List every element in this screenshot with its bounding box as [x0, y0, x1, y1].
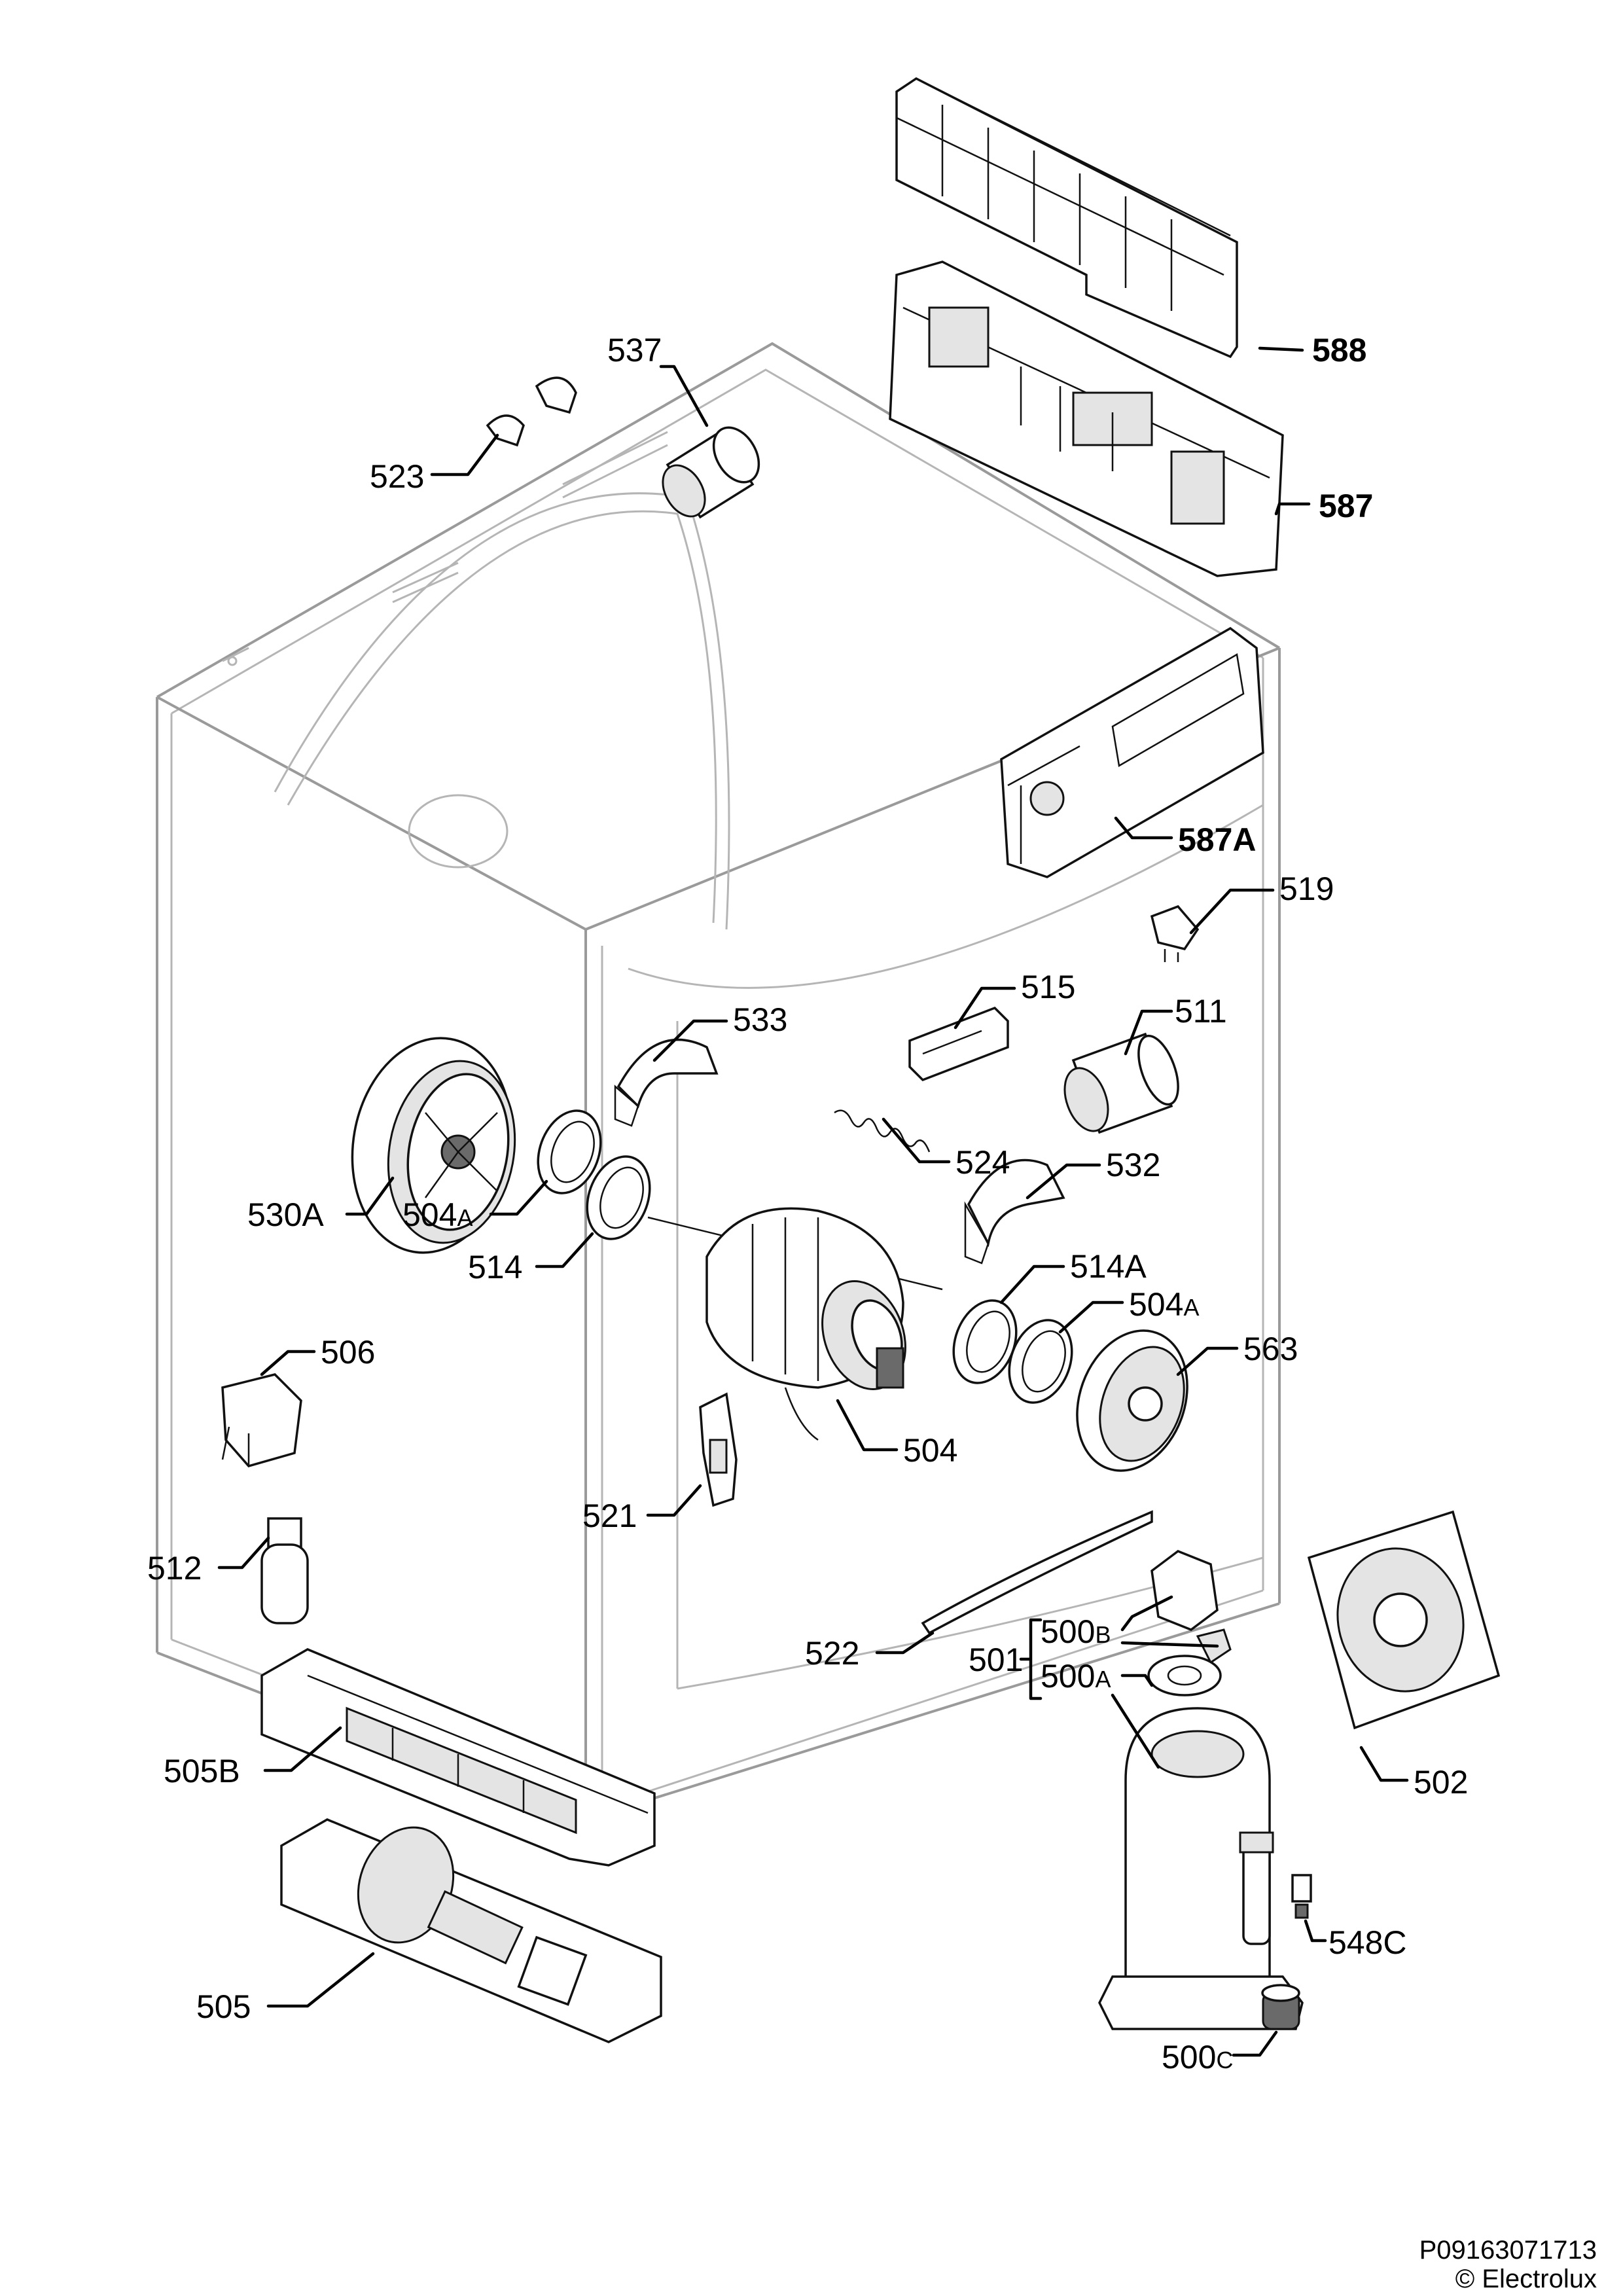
leader-500A	[1120, 1674, 1154, 1687]
leader-500A-compressor	[1111, 1693, 1160, 1769]
label-530A: 530A	[247, 1196, 324, 1233]
bracket-501	[1019, 1618, 1043, 1700]
part-505B-heater-duct	[260, 1648, 656, 1867]
part-505-heater-assembly	[280, 1818, 662, 2043]
part-532-bracket	[964, 1158, 1065, 1265]
label-519: 519	[1279, 870, 1334, 907]
diagram-code: P09163071713	[1419, 2236, 1597, 2265]
leader-504	[836, 1399, 899, 1452]
leader-587A	[1114, 816, 1173, 840]
part-530A-fan-wheel	[351, 1037, 516, 1254]
label-522: 522	[805, 1635, 859, 1672]
part-588-control-cover	[895, 77, 1238, 359]
label-511: 511	[1175, 993, 1227, 1030]
label-506: 506	[321, 1334, 375, 1371]
part-524-spring	[834, 1109, 931, 1153]
label-514A: 514A	[1070, 1248, 1147, 1285]
leader-514A	[999, 1265, 1065, 1304]
label-515: 515	[1021, 969, 1075, 1005]
part-521-switch	[699, 1392, 738, 1507]
leader-563	[1176, 1346, 1239, 1376]
label-587A: 587A	[1178, 821, 1257, 858]
label-537: 537	[607, 332, 662, 368]
part-504-motor	[647, 1207, 943, 1441]
label-502: 502	[1414, 1764, 1468, 1801]
part-labels: 588 587 587A 537 523 519 533 515 511 524…	[147, 332, 1468, 2075]
leader-532	[1026, 1163, 1101, 1200]
leader-587	[1274, 502, 1311, 516]
copyright-notice: © Electrolux	[1455, 2265, 1597, 2293]
part-563-pulley	[1076, 1329, 1188, 1472]
label-501: 501	[969, 1641, 1023, 1678]
part-504A-ring-right	[1008, 1319, 1073, 1404]
part-537-capacitor	[662, 426, 760, 519]
part-515-switch	[908, 1006, 1009, 1082]
part-514-ring-left	[586, 1155, 651, 1240]
label-523: 523	[370, 458, 424, 495]
label-500C: 500C	[1162, 2039, 1233, 2075]
leader-500B	[1120, 1595, 1219, 1648]
label-500A: 500A	[1041, 1658, 1111, 1695]
part-587-control-board	[889, 260, 1284, 577]
leader-533	[652, 1019, 728, 1062]
part-519-sensor	[1150, 905, 1200, 962]
label-521: 521	[582, 1498, 637, 1534]
leader-530A	[345, 1176, 395, 1216]
leader-505B	[263, 1726, 342, 1772]
label-505: 505	[196, 1988, 251, 2025]
label-533: 533	[733, 1001, 787, 1038]
label-563: 563	[1243, 1331, 1298, 1367]
leader-504A-right	[1058, 1300, 1124, 1334]
leader-515	[954, 986, 1016, 1030]
part-548C-connector	[1291, 1874, 1312, 1919]
leader-522	[875, 1631, 935, 1655]
label-587: 587	[1319, 488, 1373, 524]
label-512: 512	[147, 1550, 202, 1587]
part-502-fan	[1307, 1510, 1501, 1730]
label-548C: 548C	[1329, 1924, 1407, 1961]
leader-588	[1258, 346, 1304, 352]
part-512-capacitor	[260, 1517, 309, 1624]
part-500B-relay	[1150, 1550, 1232, 1664]
part-511-capacitor	[1063, 1032, 1179, 1134]
leader-521	[646, 1484, 702, 1517]
leader-506	[260, 1350, 316, 1376]
label-504A-right: 504A	[1129, 1286, 1199, 1323]
label-514: 514	[468, 1249, 522, 1285]
leader-548C	[1304, 1919, 1327, 1943]
label-524: 524	[955, 1144, 1010, 1181]
label-504A-left: 504A	[402, 1196, 473, 1233]
leader-514	[535, 1232, 594, 1268]
leader-502	[1359, 1746, 1409, 1782]
part-587A-display-module	[1000, 626, 1264, 878]
leader-lines	[217, 346, 1409, 2057]
leader-524	[882, 1117, 951, 1164]
part-523-clips	[486, 376, 577, 447]
part-504A-ring-left	[537, 1109, 602, 1194]
label-588: 588	[1312, 332, 1366, 368]
leader-523	[430, 433, 499, 476]
label-500B: 500B	[1041, 1613, 1111, 1650]
label-504: 504	[903, 1432, 957, 1469]
part-compressor	[1098, 1707, 1304, 2030]
part-500C-grommet	[1261, 1984, 1300, 2030]
label-532: 532	[1106, 1147, 1160, 1183]
leader-512	[217, 1536, 270, 1570]
part-500A-gasket	[1147, 1655, 1222, 1696]
leader-505	[266, 1952, 375, 2008]
part-533-bracket	[614, 1038, 719, 1127]
leader-511	[1124, 1009, 1173, 1056]
leader-519	[1189, 888, 1275, 935]
part-522-strip	[921, 1510, 1153, 1635]
leader-500C	[1232, 2030, 1278, 2057]
part-506-coil	[221, 1373, 302, 1467]
leader-537	[659, 365, 709, 427]
leader-504A-left	[489, 1179, 548, 1216]
label-505B: 505B	[164, 1753, 240, 1789]
